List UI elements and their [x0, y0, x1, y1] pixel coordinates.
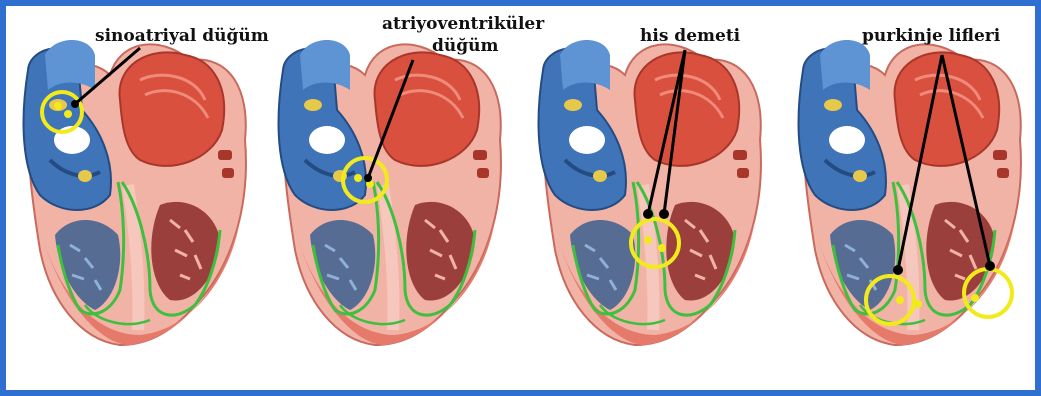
sa-node-label: sinoatriyal düğüm — [95, 26, 269, 46]
heart-panel-1 — [24, 40, 246, 345]
sa-node-dot — [54, 102, 62, 110]
purkinje-pointer-tip — [985, 261, 995, 271]
purkinje-dot — [914, 300, 922, 308]
sa-node-dot — [64, 110, 72, 118]
purkinje-label: purkinje lifleri — [862, 26, 1000, 46]
his-bundle-dot — [644, 236, 652, 244]
purkinje-pointer-tip — [893, 265, 903, 275]
av-node-label-line2: düğüm — [432, 36, 498, 56]
purkinje-dot — [896, 296, 904, 304]
purkinje-dot — [971, 294, 979, 302]
his-bundle-label: his demeti — [640, 26, 740, 46]
heart-panel-2 — [279, 40, 501, 345]
heart-panel-3 — [539, 40, 761, 345]
av-node-pointer-tip — [364, 174, 372, 182]
his-bundle-pointer-tip — [643, 209, 653, 219]
his-bundle-dot — [658, 244, 666, 252]
av-node-label-line1: atriyoventriküler — [382, 14, 544, 34]
his-bundle-pointer-tip — [659, 209, 669, 219]
av-node-dot — [354, 174, 362, 182]
heart-panel-4 — [799, 40, 1021, 345]
sa-node-pointer-tip — [71, 100, 79, 108]
